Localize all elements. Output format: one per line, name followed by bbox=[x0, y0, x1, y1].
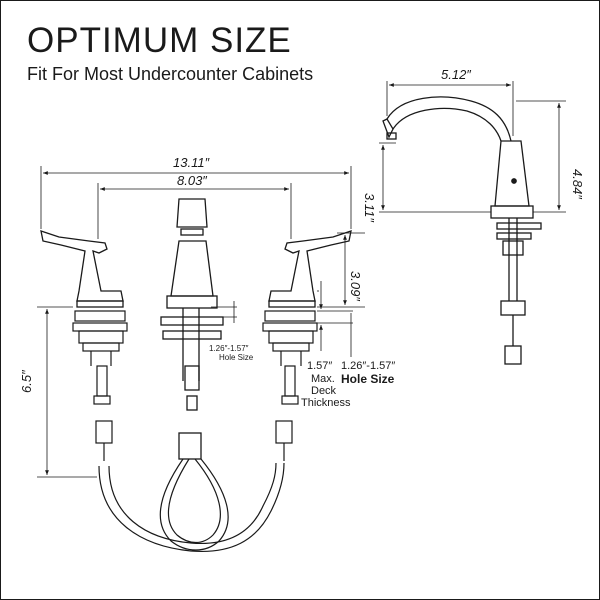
deck-thickness-label-deck: Deck bbox=[311, 385, 337, 397]
spout-reach-label: 5.12″ bbox=[441, 67, 471, 82]
below-deck-length-label: 6.5″ bbox=[19, 370, 34, 393]
hole-size-value: 1.26″-1.57″ bbox=[341, 360, 395, 372]
left-handle bbox=[40, 230, 124, 308]
page-subtitle: Fit For Most Undercounter Cabinets bbox=[27, 64, 314, 84]
deck-thickness-label-max: Max. bbox=[311, 373, 335, 385]
handle-height-label: 3.09″ bbox=[348, 271, 363, 301]
right-valve-body bbox=[262, 310, 318, 461]
deck-thickness-label-thickness: Thickness bbox=[301, 397, 351, 409]
center-spout bbox=[160, 198, 224, 460]
small-hole-size-value: 1.26″-1.57″ bbox=[209, 344, 249, 353]
small-hole-size-label: Hole Size bbox=[219, 353, 254, 362]
left-valve-body bbox=[72, 310, 128, 461]
spout-height-label: 4.84″ bbox=[570, 169, 585, 199]
supply-hoses bbox=[98, 458, 285, 553]
hole-size-label: Hole Size bbox=[341, 372, 395, 386]
overall-width-label: 13.11″ bbox=[173, 155, 210, 170]
page-title: OPTIMUM SIZE bbox=[27, 21, 292, 60]
right-handle bbox=[268, 230, 352, 308]
spout-base-height-label: 3.11″ bbox=[362, 193, 377, 222]
handle-spacing-label: 8.03″ bbox=[177, 173, 207, 188]
side-view-faucet bbox=[382, 96, 542, 365]
deck-thickness-value: 1.57″ bbox=[307, 360, 332, 372]
